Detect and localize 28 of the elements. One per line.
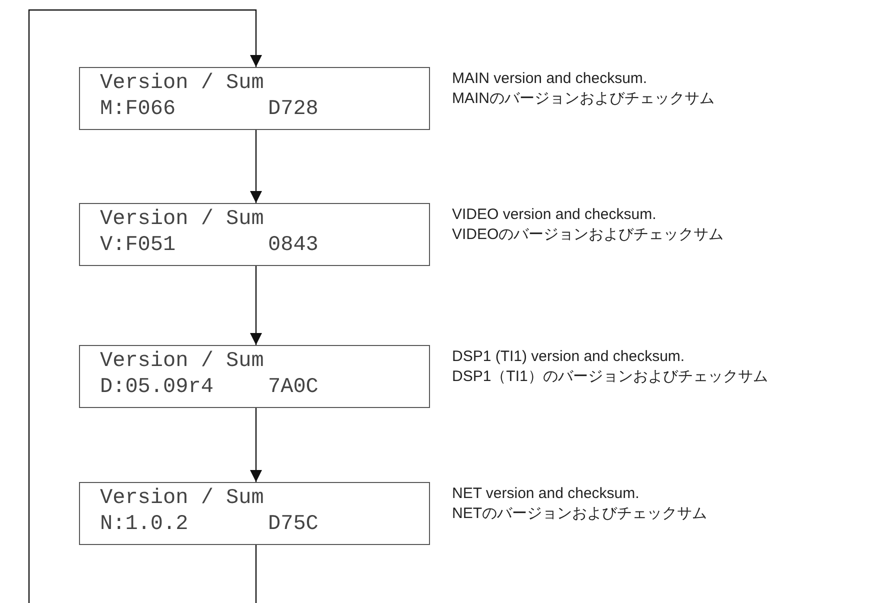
arrow [250, 130, 262, 203]
lcd-display-box [79, 482, 430, 545]
description-text: MAINのバージョンおよびチェックサム [452, 89, 714, 109]
display-line: Version / Sum [100, 486, 264, 512]
display-line: Version / Sum [100, 71, 264, 97]
display-line: Version / Sum [100, 349, 264, 375]
version-value: M:F066 [100, 97, 177, 123]
checksum-value: D728 [268, 97, 318, 123]
lcd-display-box [79, 67, 430, 130]
version-value: V:F051 [100, 233, 177, 259]
lcd-display-box [79, 345, 430, 408]
description-text: VIDEOのバージョンおよびチェックサム [452, 225, 724, 245]
version-value: N:1.0.2 [100, 512, 190, 538]
description-text: NETのバージョンおよびチェックサム [452, 504, 707, 524]
arrow [28, 9, 262, 603]
description-text: DSP1 (TI1) version and checksum. [452, 347, 685, 367]
lcd-display-box [79, 203, 430, 266]
description-text: NET version and checksum. [452, 484, 640, 504]
version-value: D:05.09r4 [100, 375, 214, 401]
checksum-value: D75C [268, 512, 318, 538]
arrow [250, 266, 262, 345]
checksum-value: 0843 [268, 233, 318, 259]
description-text: DSP1（TI1）のバージョンおよびチェックサム [452, 367, 768, 387]
description-text: MAIN version and checksum. [452, 69, 648, 89]
checksum-value: 7A0C [268, 375, 318, 401]
description-text: VIDEO version and checksum. [452, 205, 656, 225]
arrow [250, 408, 262, 482]
display-line: Version / Sum [100, 207, 264, 233]
